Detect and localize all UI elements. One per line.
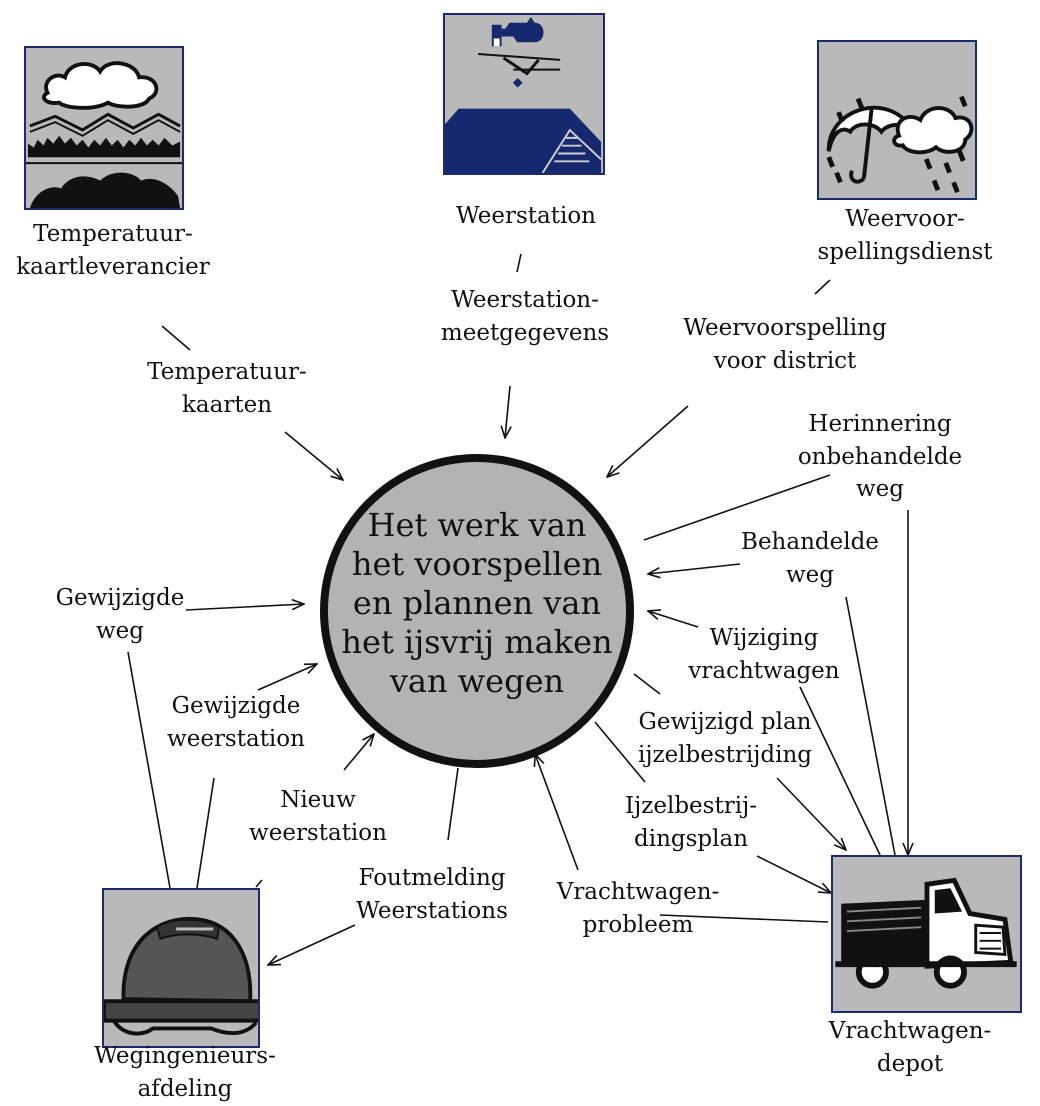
flow-label-station-fault: Foutmelding Weerstations: [332, 862, 532, 927]
label-line: Weerstations: [356, 897, 508, 924]
flow-arrow-changed-plan-to-depot: [776, 777, 846, 850]
truck-depot-label: Vrachtwagen- depot: [800, 1015, 1020, 1080]
flow-line-changed-station-from-engineering: [196, 777, 215, 889]
label-line: Gewijzigd plan: [638, 709, 812, 735]
label-line: Weervoorspelling: [683, 315, 887, 341]
label-line: probleem: [582, 911, 694, 938]
label-line: Wegingenieurs-: [94, 1043, 276, 1069]
flow-arrow-changed-station: [257, 664, 317, 691]
flow-arrow-changed-road: [185, 604, 304, 611]
label-line: kaarten: [181, 391, 273, 418]
label-line: weg: [785, 561, 835, 588]
flow-label-new-station: Nieuw weerstation: [238, 784, 398, 849]
flow-label-truck-problem: Vrachtwagen- probleem: [538, 876, 738, 941]
process-label: Het werk van het voorspellen en plannen …: [327, 506, 627, 701]
flow-label-changed-station: Gewijzigde weerstation: [146, 690, 326, 755]
weather-station-label: Weerstation: [426, 200, 626, 233]
flow-line-fault-from-process: [447, 767, 459, 841]
process-label-line: het ijsvrij maken: [341, 623, 613, 662]
label-line: weg: [95, 617, 145, 644]
flow-line-changed-road-from-engineering: [127, 651, 171, 889]
flow-label-district-forecast: Weervoorspelling voor district: [660, 312, 910, 377]
flow-label-untreated-road-reminder: Herinnering onbehandelde weg: [790, 408, 970, 506]
flow-label-changed-deicing-plan: Gewijzigd plan ijzelbestrijding: [620, 706, 830, 771]
label-line: Weerstation-: [451, 287, 599, 313]
flow-line-reminder-to-process: [643, 474, 831, 541]
label-line: Vrachtwagen-: [828, 1018, 992, 1044]
flow-arrow-station-measurements: [505, 385, 510, 438]
label-line: dingsplan: [633, 825, 749, 852]
label-line: weerstation: [249, 819, 387, 846]
flow-arrow-truck-problem: [535, 754, 579, 871]
flow-line-treated-road-from-depot: [845, 596, 896, 856]
label-line: voor district: [713, 347, 857, 374]
flow-line-deicing-plan-from-process: [594, 721, 646, 783]
flow-line-temperature-supplier: [161, 325, 191, 351]
flow-label-treated-road: Behandelde weg: [730, 526, 890, 591]
label-line: Weerstation: [456, 203, 596, 229]
label-line: afdeling: [137, 1075, 233, 1102]
label-line: Vrachtwagen-: [556, 879, 720, 905]
flow-label-temperature-maps: Temperatuur- kaarten: [122, 356, 332, 421]
label-line: depot: [876, 1050, 944, 1077]
temperature-supplier-label: Temperatuur- kaartleverancier: [8, 218, 218, 283]
label-line: Foutmelding: [358, 865, 506, 891]
flow-line-new-station-from-engineering: [255, 879, 263, 888]
label-line: weerstation: [167, 725, 305, 752]
label-line: kaartleverancier: [16, 253, 210, 280]
flow-line-truck-problem-from-depot: [659, 914, 829, 923]
forecast-service-icon: [817, 40, 977, 200]
label-line: ijzelbestrijding: [637, 741, 813, 768]
label-line: Wijziging: [709, 625, 819, 651]
flow-line-truck-change-from-depot: [799, 686, 881, 856]
flow-label-truck-change: Wijziging vrachtwagen: [674, 622, 854, 687]
forecast-service-label: Weervoor- spellingsdienst: [800, 203, 1010, 268]
weather-station-icon: [443, 13, 605, 175]
flow-line-changed-plan-from-process: [633, 673, 661, 695]
process-label-line: en plannen van: [352, 584, 602, 623]
label-line: Gewijzigde: [55, 585, 185, 611]
truck-icon: [831, 855, 1022, 1013]
flow-arrow-temperature-maps: [284, 431, 343, 480]
flow-arrow-new-station: [343, 734, 374, 771]
label-line: spellingsdienst: [817, 238, 993, 265]
label-line: vrachtwagen: [688, 657, 840, 684]
process-label-line: het voorspellen: [351, 545, 603, 584]
flow-arrow-district-forecast: [607, 405, 689, 477]
label-line: meetgegevens: [440, 319, 610, 346]
label-line: onbehandelde: [797, 443, 963, 470]
flow-arrow-station-fault: [268, 924, 356, 965]
label-line: Gewijzigde: [171, 693, 301, 719]
label-line: Temperatuur-: [33, 221, 193, 247]
label-line: Nieuw: [280, 787, 356, 813]
flow-arrow-treated-road: [648, 563, 741, 574]
label-line: Weervoor-: [845, 206, 965, 232]
label-line: Behandelde: [741, 529, 879, 555]
label-line: weg: [855, 476, 905, 503]
flow-arrow-deicing-plan-to-depot: [756, 855, 831, 893]
process-label-line: Het werk van: [367, 506, 587, 544]
process-label-line: van wegen: [389, 662, 565, 701]
flow-line-forecast-service: [814, 279, 831, 295]
hard-hat-icon: [102, 888, 260, 1048]
flow-arrow-truck-change: [648, 611, 699, 628]
flow-line-weather-station: [516, 253, 522, 273]
process-circle: [320, 454, 634, 768]
road-engineering-label: Wegingenieurs- afdeling: [70, 1040, 300, 1105]
flow-label-changed-road: Gewijzigde weg: [20, 582, 220, 647]
temperature-map-icon: [24, 46, 184, 210]
flow-label-deicing-plan: Ijzelbestrij- dingsplan: [606, 790, 776, 855]
label-line: Temperatuur-: [147, 359, 307, 385]
flow-label-station-measurements: Weerstation- meetgegevens: [420, 284, 630, 349]
label-line: Ijzelbestrij-: [625, 793, 757, 819]
label-line: Herinnering: [808, 411, 952, 437]
